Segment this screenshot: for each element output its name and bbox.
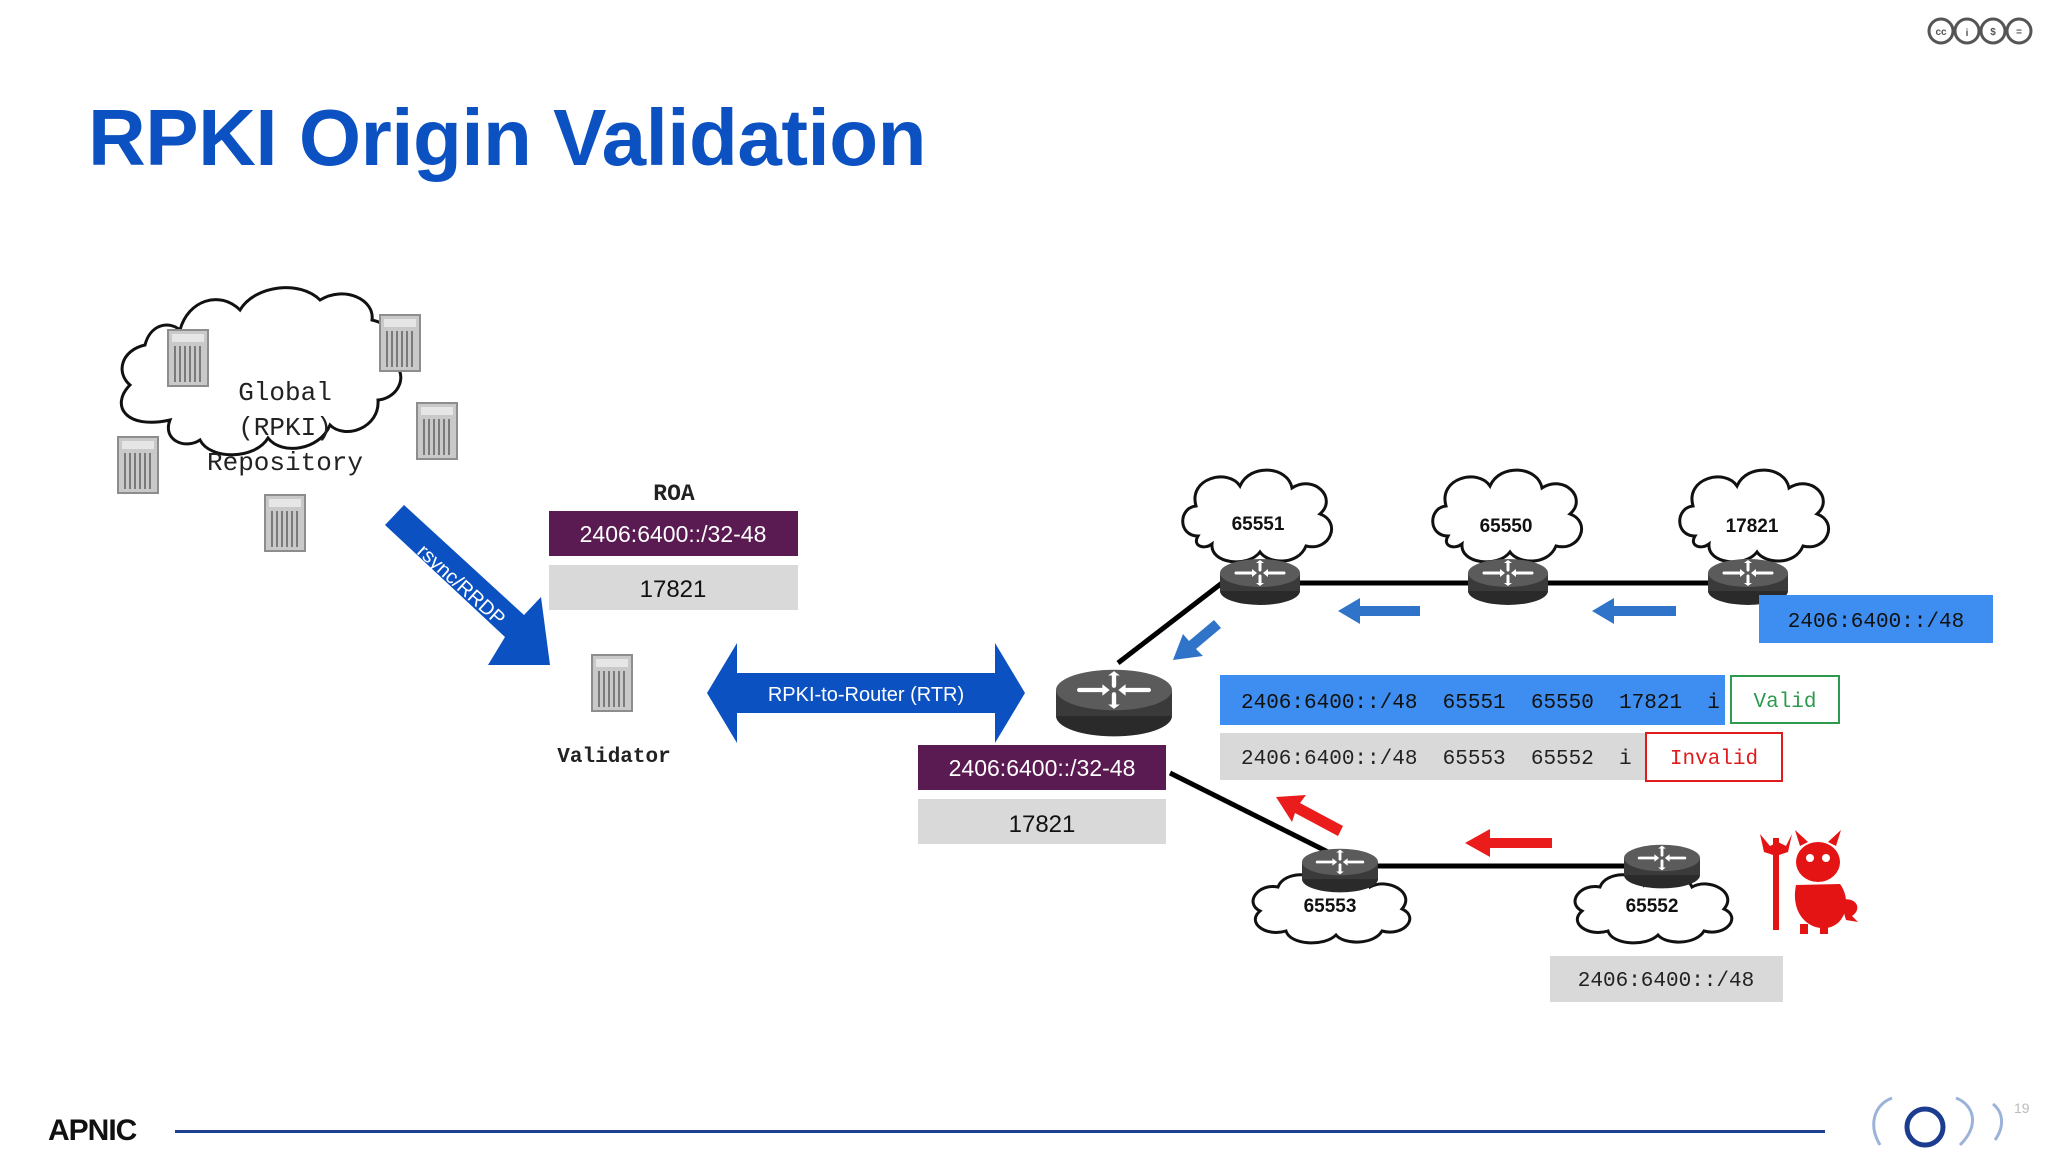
footer-divider <box>175 1130 1825 1133</box>
repository-line-1: Global <box>238 378 332 408</box>
valid-status: Valid <box>1753 691 1816 714</box>
valid-route-text: 2406:6400::/48 65551 65550 17821 i <box>1241 692 1720 715</box>
roa-prefix-box <box>549 511 798 556</box>
validator-label: Validator <box>557 746 670 769</box>
legit-origin-prefix: 2406:6400::/48 <box>1788 611 1964 634</box>
server-icon <box>117 436 159 494</box>
network-links <box>1116 580 1750 869</box>
server-icon <box>379 314 421 372</box>
legit-origin-box <box>1759 595 1993 643</box>
red-propagation-arrows <box>1276 795 1552 857</box>
router-icon <box>1218 557 1302 607</box>
rsync-label: rsync/RRDP <box>413 540 509 630</box>
invalid-route-text: 2406:6400::/48 65553 65552 i <box>1241 748 1632 771</box>
hijack-origin-box <box>1550 956 1783 1002</box>
svg-text:i: i <box>1966 28 1969 39</box>
rsync-arrow: rsync/RRDP <box>385 505 550 665</box>
repository-line-2: (RPKI) <box>238 413 332 443</box>
blue-propagation-arrows <box>1173 598 1676 660</box>
router-icon <box>1300 847 1380 894</box>
router-roa-prefix: 2406:6400::/32-48 <box>949 755 1136 781</box>
router-roa-asn-box <box>918 799 1166 844</box>
invalid-status: Invalid <box>1670 748 1758 771</box>
creative-commons-icon: cc i $ = <box>1927 17 2033 45</box>
router-icon <box>1622 843 1702 890</box>
roa-heading: ROA <box>653 481 695 507</box>
svg-text:$: $ <box>1990 27 1996 38</box>
page-number: 19 <box>2014 1100 2030 1116</box>
router-roa-asn: 17821 <box>1009 811 1076 838</box>
server-icon <box>167 329 209 387</box>
apnic-logo: APNIC <box>48 1114 137 1148</box>
apnic-logo-text: APNIC <box>48 1114 137 1147</box>
edge-router-icon <box>1056 670 1172 737</box>
router-icon <box>1466 557 1550 607</box>
server-icon <box>416 402 458 460</box>
invalid-status-box <box>1645 732 1783 782</box>
as-label-17821: 17821 <box>1726 516 1779 537</box>
rtr-arrow: RPKI-to-Router (RTR) <box>707 643 1025 743</box>
validator-server-icon <box>591 654 633 712</box>
valid-route-box <box>1220 675 1725 725</box>
server-icon <box>264 494 306 552</box>
svg-text:cc: cc <box>1935 27 1947 38</box>
router-roa-prefix-box <box>918 745 1166 790</box>
roa-asn: 17821 <box>640 576 707 603</box>
as-label-65553: 65553 <box>1304 896 1357 917</box>
slide-title: RPKI Origin Validation <box>88 93 926 182</box>
roa-asn-box <box>549 565 798 610</box>
devil-icon <box>1760 830 1858 934</box>
repository-line-3: Repository <box>207 448 363 478</box>
roa-prefix: 2406:6400::/32-48 <box>580 521 767 547</box>
invalid-route-box <box>1220 733 1645 780</box>
hijack-origin-prefix: 2406:6400::/48 <box>1578 970 1754 993</box>
as-label-65552: 65552 <box>1626 896 1679 917</box>
svg-text:=: = <box>2016 27 2022 38</box>
as-label-65551: 65551 <box>1232 514 1285 535</box>
rtr-label: RPKI-to-Router (RTR) <box>768 684 964 706</box>
footer-decoration-icon <box>1872 1096 2003 1148</box>
valid-status-box <box>1730 675 1840 724</box>
as-label-65550: 65550 <box>1480 516 1533 537</box>
global-repository-cloud: Global (RPKI) Repository <box>117 286 458 552</box>
